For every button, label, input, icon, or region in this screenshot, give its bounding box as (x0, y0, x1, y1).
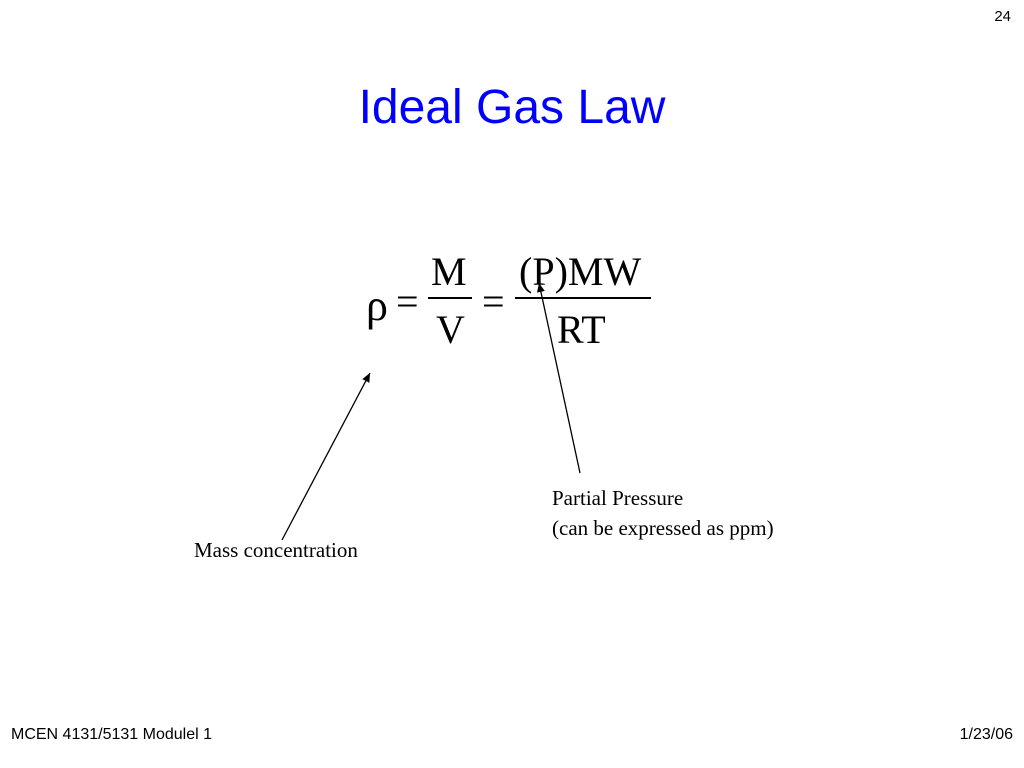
equation-volume-denominator: V (436, 307, 465, 352)
equation-equals-sign-1: = (396, 279, 419, 324)
slide-title: Ideal Gas Law (358, 81, 666, 134)
page-number: 24 (994, 8, 1011, 25)
footer-date: 1/23/06 (959, 726, 1013, 743)
fraction-bar-1 (428, 297, 472, 299)
mass-concentration-label: Mass concentration (194, 538, 358, 562)
equation-rho-symbol: ρ (366, 281, 388, 330)
partial-pressure-line-2: (can be expressed as ppm) (552, 516, 774, 540)
mass-arrow (281, 372, 371, 541)
equation-rt-denominator: RT (557, 307, 606, 352)
pressure-arrow (536, 282, 581, 474)
equation-mass-numerator: M (431, 249, 467, 294)
partial-pressure-label: Partial Pressure (can be expressed as pp… (552, 483, 774, 543)
partial-pressure-line-1: Partial Pressure (552, 486, 684, 510)
footer-course: MCEN 4131/5131 Modulel 1 (11, 726, 213, 743)
equation-equals-sign-2: = (482, 279, 505, 324)
fraction-bar-2 (515, 297, 651, 299)
